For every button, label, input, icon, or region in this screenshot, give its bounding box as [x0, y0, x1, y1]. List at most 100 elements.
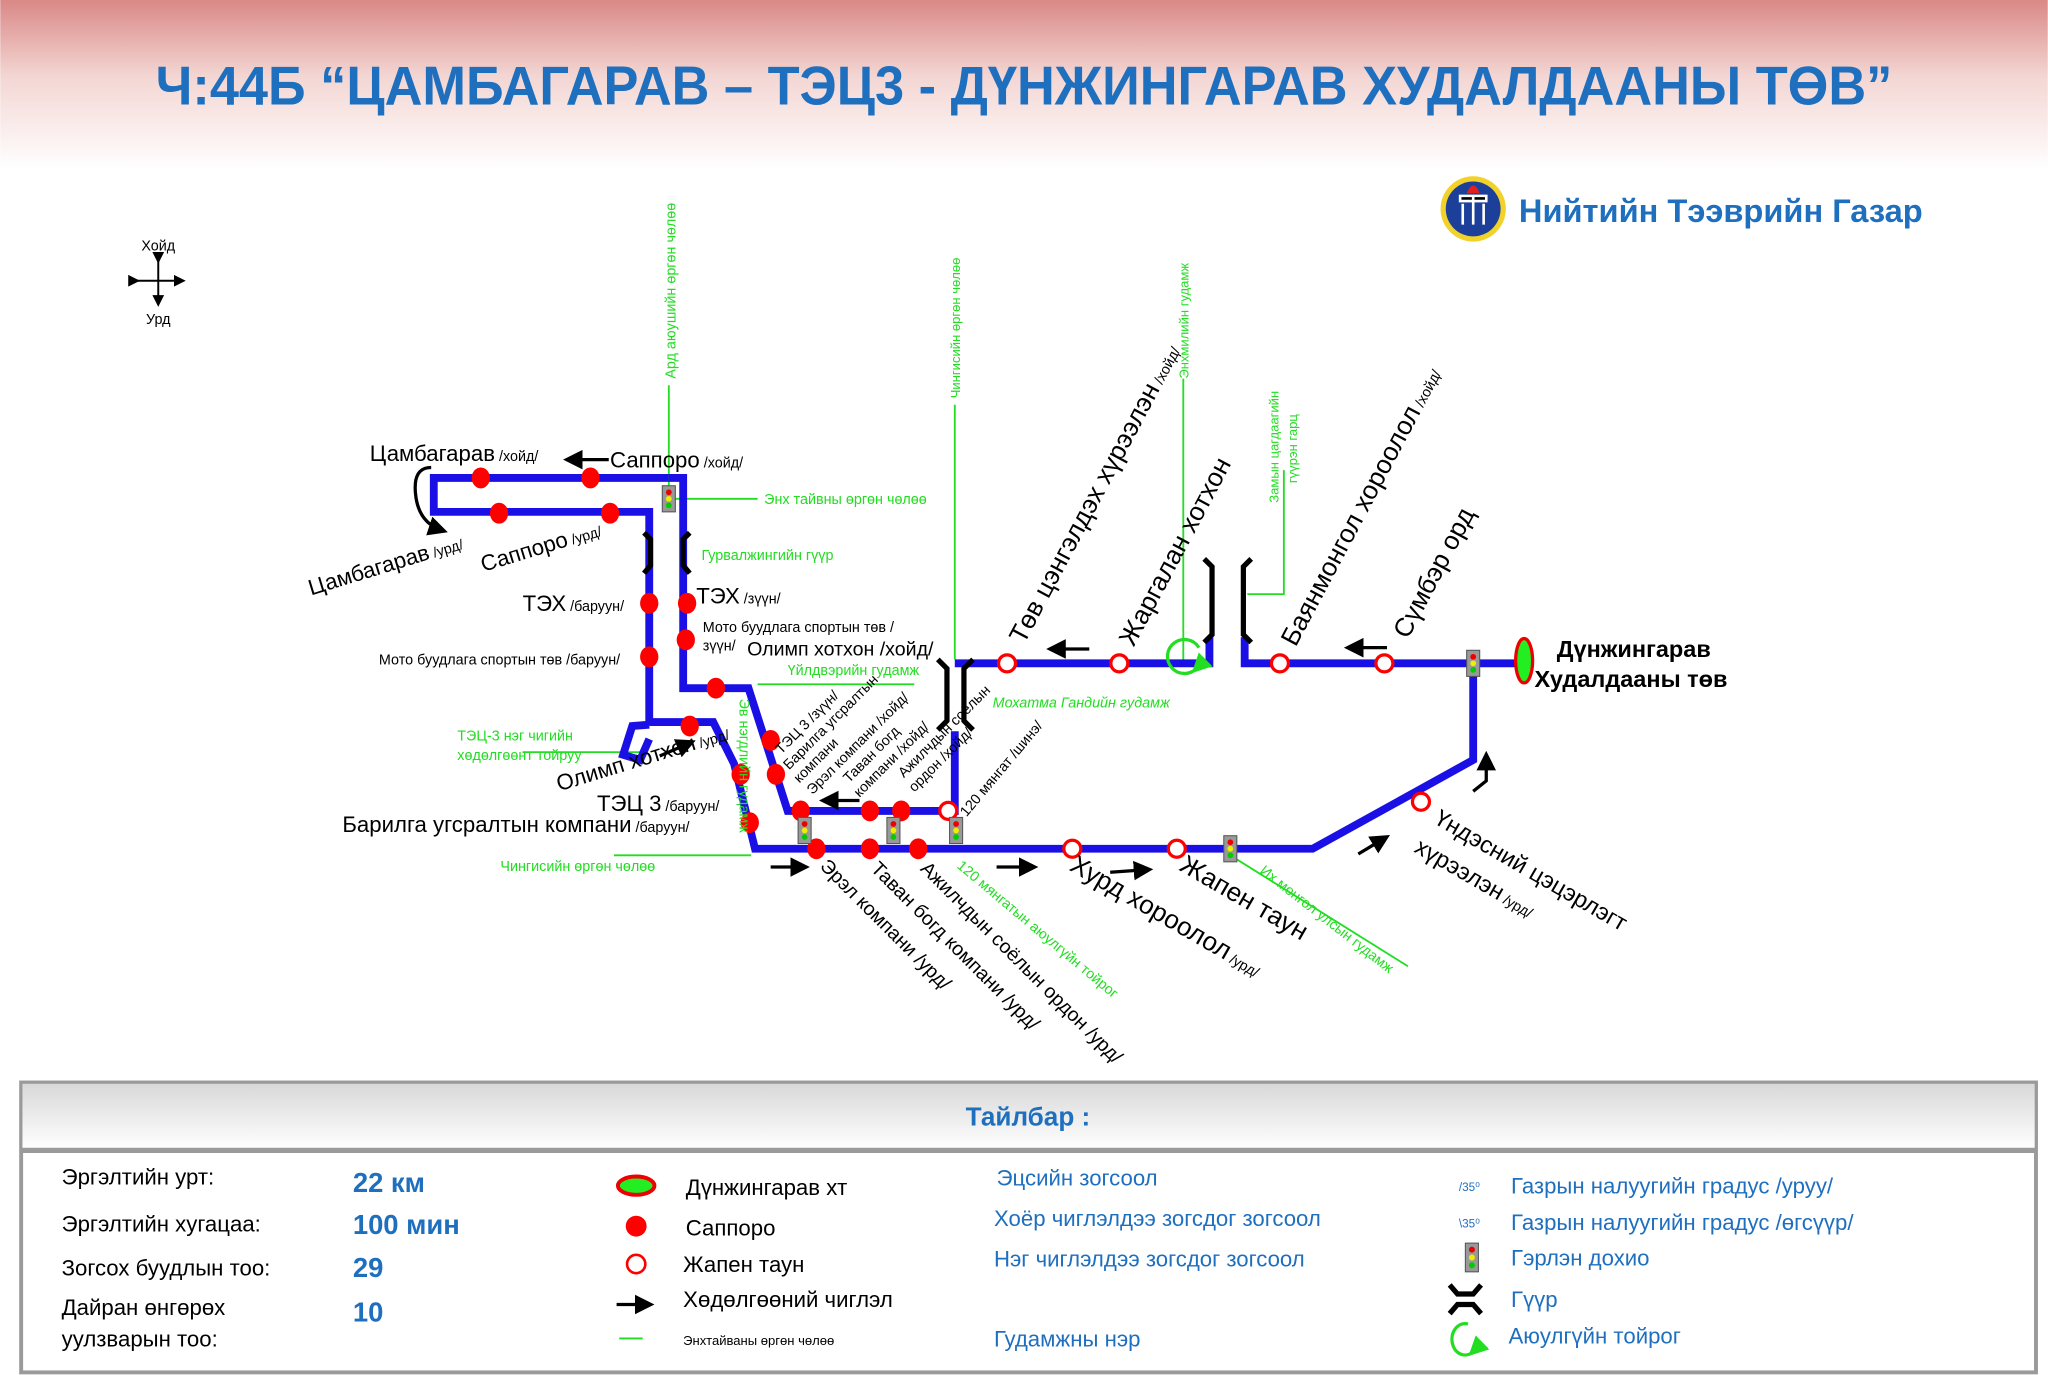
traffic-light-icon	[1464, 1242, 1479, 1273]
bus-stop-two-way[interactable]	[761, 729, 780, 751]
stop-label: Сүмбэр орд	[1387, 502, 1481, 642]
stop-label: Мото буудлага спортын төв /	[703, 620, 894, 636]
legend-meaning: Гудамжны нэр	[994, 1326, 1141, 1351]
legend-extra: Гүүр	[1511, 1287, 1558, 1312]
bus-stop-two-way[interactable]	[892, 800, 911, 822]
hollow-stop-icon	[625, 1253, 647, 1275]
header-band	[0, 0, 2048, 170]
traffic-light-icon	[1466, 649, 1481, 677]
org-name: Нийтийн Тээврийн Газар	[1519, 192, 1923, 229]
bus-stop-one-way[interactable]	[938, 800, 959, 822]
stop-label: ТЭХ /баруун/	[523, 591, 625, 616]
stop-label: Саппоро /урд/	[478, 516, 605, 576]
bus-stop-two-way[interactable]	[600, 502, 620, 524]
traffic-lights	[661, 485, 1481, 863]
bus-stop-two-way[interactable]	[766, 763, 786, 785]
street-label: Гурвалжингийн гүүр	[701, 548, 833, 564]
direction-arrows	[413, 449, 1497, 881]
roundabout-icon	[1165, 637, 1213, 676]
stop-label: Барилга угсралтын компани /баруун/	[342, 812, 689, 837]
terminal-label: Худалдааны төв	[1535, 666, 1728, 692]
stat-label: Дайран өнгөрөх	[62, 1295, 226, 1320]
compass-south: Урд	[146, 312, 171, 328]
bus-stop-two-way[interactable]	[677, 592, 697, 614]
stop-label: ТЭХ /зүүн/	[696, 583, 780, 608]
legend-symbol-label: Саппоро	[686, 1215, 776, 1240]
legend-panel: Тайлбар : Эргэлтийн урт: Эргэлтийн хугац…	[19, 1080, 2038, 1375]
bus-stop-one-way[interactable]	[1410, 791, 1432, 812]
street-label: Ард аюушийн өргөн чөлөө	[663, 203, 679, 379]
traffic-light-icon	[886, 816, 901, 845]
stop-label: Саппоро /хойд/	[610, 447, 743, 472]
grade-up-icon: \35⁰	[1459, 1217, 1480, 1230]
bridge-icon	[642, 530, 1254, 732]
street-label: Замын цагдаагийн	[1267, 391, 1282, 503]
traffic-light-icon	[797, 816, 812, 845]
bus-stop-two-way[interactable]	[909, 838, 928, 860]
bus-stop-two-way[interactable]	[860, 838, 880, 860]
bus-stop-two-way[interactable]	[489, 502, 509, 524]
bus-stop-two-way[interactable]	[676, 629, 695, 651]
street-label: гүүрэн гарц	[1285, 414, 1300, 484]
street-label: Мохатма Гандийн гудамж	[993, 696, 1171, 712]
bus-stop-two-way[interactable]	[581, 467, 600, 489]
bus-stop-two-way[interactable]	[640, 592, 659, 614]
bus-stop-one-way[interactable]	[1166, 838, 1187, 859]
bus-stop-two-way[interactable]	[791, 800, 810, 822]
bus-stop-one-way[interactable]	[996, 653, 1018, 674]
street-label: ТЭЦ-3 нэг чигийн	[457, 728, 573, 744]
legend-symbol-label: Энхтайваны өргөн чөлөө	[683, 1333, 834, 1348]
legend-extra: Газрын налуугийн градус /өгсүүр/	[1511, 1210, 1854, 1235]
legend-meaning: Хоёр чиглэлдээ зогсдог зогсоол	[994, 1206, 1321, 1231]
grade-down-icon: /35⁰	[1459, 1181, 1480, 1194]
stat-value: 29	[353, 1252, 383, 1283]
bus-stop-two-way[interactable]	[706, 677, 725, 699]
stat-label: Эргэлтийн хугацаа:	[62, 1211, 261, 1236]
legend-symbol-label: Хөдөлгөөний чиглэл	[683, 1287, 893, 1312]
bus-stop-two-way[interactable]	[860, 800, 880, 822]
bridge-legend-icon	[1447, 1283, 1484, 1316]
street-label: Чингисийн өргөн чөлөө	[500, 859, 655, 875]
street-label: Энх тайвны өргөн чөлөө	[764, 492, 927, 508]
roundabout-legend-icon	[1450, 1322, 1490, 1357]
two-way-stops	[471, 467, 928, 860]
legend-symbol-label: Жапен таун	[683, 1252, 804, 1277]
stop-label: Хурд хороолол /урд/	[1065, 849, 1267, 983]
filled-stop-icon	[625, 1215, 647, 1237]
one-way-stops	[938, 653, 1432, 859]
org-logo	[1440, 176, 1506, 242]
street-label: хөдөлгөөнт тойруу	[457, 748, 582, 764]
bus-stop-one-way[interactable]	[1374, 653, 1395, 674]
terminal-label: Дүнжингарав	[1557, 636, 1711, 662]
bus-stop-two-way[interactable]	[640, 646, 659, 668]
street-label: Чингисийн өргөн чөлөө	[948, 258, 963, 399]
bus-stop-two-way[interactable]	[731, 763, 750, 785]
stop-label: ТЭЦ 3 /баруун/	[597, 791, 719, 816]
traffic-light-icon	[949, 816, 964, 845]
street-label: Үйлдвэрийн гудамж	[788, 663, 920, 679]
stat-label: Зогсох буудлын тоо:	[62, 1256, 271, 1281]
traffic-light-icon	[1223, 835, 1238, 863]
bus-stop-one-way[interactable]	[1269, 653, 1291, 674]
terminal-stop[interactable]	[1513, 636, 1535, 685]
legend-extra: Гэрлэн дохио	[1511, 1245, 1649, 1270]
stat-label: Эргэлтийн урт:	[62, 1164, 215, 1189]
stat-value: 10	[353, 1296, 383, 1327]
bus-stop-two-way[interactable]	[740, 812, 759, 834]
bus-stop-two-way[interactable]	[680, 715, 699, 737]
bus-stop-one-way[interactable]	[1109, 653, 1130, 674]
stat-label: уулзварын тоо:	[62, 1326, 218, 1351]
terminal-symbol-icon	[615, 1174, 657, 1197]
street-label: Эв нэгдлийн гудамж	[735, 699, 751, 834]
legend-extra: Газрын налуугийн градус /уруу/	[1511, 1173, 1834, 1198]
bus-stop-two-way[interactable]	[807, 838, 826, 860]
bus-stop-one-way[interactable]	[1062, 838, 1083, 859]
stop-label: Олимп хотхон /хойд/	[747, 639, 934, 661]
stop-label: Цамбагарав /урд/	[305, 529, 466, 600]
compass-icon	[128, 252, 186, 307]
legend-meaning: Эцсийн зогсоол	[997, 1166, 1158, 1191]
bus-stop-two-way[interactable]	[471, 467, 490, 489]
street-label: Энхмилийн гудамж	[1177, 263, 1192, 379]
stop-label: Жаргалан хотхон	[1112, 452, 1236, 650]
street-lines	[522, 378, 1409, 968]
